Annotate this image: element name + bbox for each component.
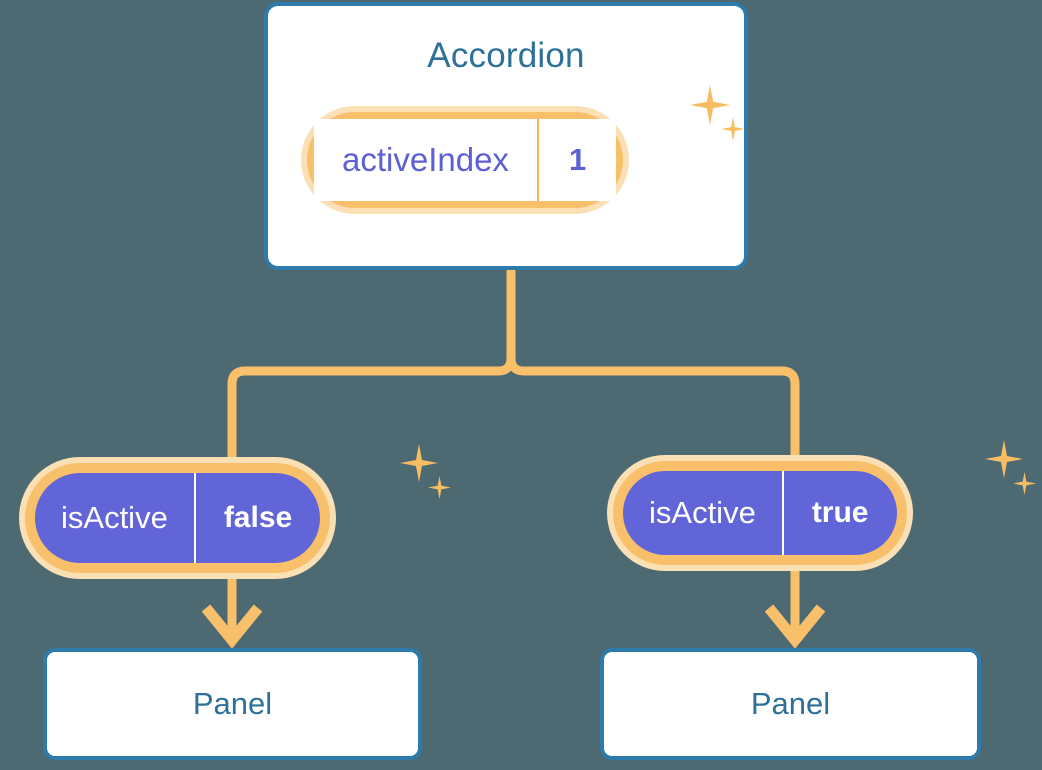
component-card-panel-right[interactable]: Panel bbox=[600, 648, 981, 760]
state-pill-isactive-false[interactable]: isActive false bbox=[18, 457, 337, 579]
state-pill-body: activeIndex 1 bbox=[300, 106, 630, 214]
state-pill-isactive-true[interactable]: isActive true bbox=[607, 455, 912, 571]
state-pill-activeindex[interactable]: activeIndex 1 bbox=[300, 106, 630, 214]
state-pill-body: isActive true bbox=[607, 455, 912, 571]
state-value-label: 1 bbox=[536, 119, 617, 201]
component-title: Panel bbox=[192, 686, 273, 721]
sparkle-icon bbox=[428, 476, 451, 499]
state-key-label: isActive bbox=[35, 473, 194, 563]
sparkle-icon bbox=[1013, 472, 1036, 495]
state-key-label: activeIndex bbox=[314, 119, 537, 201]
component-card-panel-left[interactable]: Panel bbox=[43, 648, 422, 760]
component-title: Accordion bbox=[427, 36, 585, 75]
component-title: Panel bbox=[750, 686, 831, 721]
state-key-label: isActive bbox=[623, 471, 782, 555]
sparkle-icon bbox=[400, 444, 438, 482]
state-value-label: true bbox=[781, 471, 897, 555]
state-value-label: false bbox=[193, 473, 321, 563]
state-pill-body: isActive false bbox=[18, 457, 337, 579]
sparkle-icon bbox=[985, 440, 1023, 478]
